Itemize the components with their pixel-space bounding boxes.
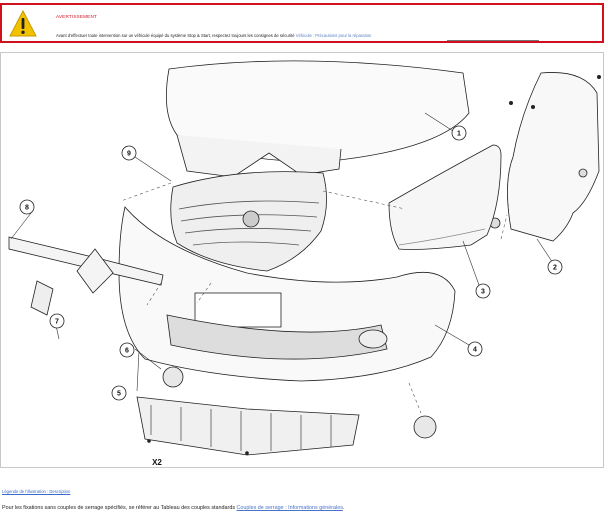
callout-1: 1 <box>457 131 461 138</box>
footer-body: Pour les fixations sans couples de serra… <box>2 505 236 511</box>
callout-circle-8 <box>19 199 35 215</box>
quantity-label: X2 <box>152 458 162 467</box>
callout-9: 9 <box>127 151 131 158</box>
callout-5: 5 <box>117 391 121 398</box>
footer-text: Pour les fixations sans couples de serra… <box>2 505 344 511</box>
torque-info-link[interactable]: Couples de serrage : Informations généra… <box>236 505 343 511</box>
warning-triangle-icon <box>9 9 37 37</box>
callout-6: 6 <box>125 348 129 355</box>
warning-text: Avant d'effectuer toute intervention sur… <box>56 33 371 38</box>
legend-link[interactable]: Légende de l'illustration : Description <box>2 489 71 494</box>
callout-circle-1 <box>451 125 467 141</box>
warning-underline <box>447 40 539 41</box>
callout-7: 7 <box>55 319 59 326</box>
fog-lamp-part <box>162 366 184 388</box>
callout-2: 2 <box>553 265 557 272</box>
absorber-part <box>136 396 360 456</box>
exploded-view-illustration: 1 2 3 4 5 6 7 8 9 X2 <box>0 52 604 468</box>
callout-3: 3 <box>481 289 485 296</box>
footer-suffix: . <box>342 505 345 511</box>
headlamp-part <box>388 144 502 250</box>
logo-part <box>30 280 54 316</box>
callout-circle-4 <box>467 341 483 357</box>
callout-circle-9 <box>121 145 137 161</box>
hood-part <box>165 60 470 162</box>
fender-part <box>507 72 600 242</box>
upper-bracket-part <box>176 134 342 178</box>
warning-body: Avant d'effectuer toute intervention sur… <box>56 33 295 38</box>
callout-4: 4 <box>473 347 477 354</box>
callout-circle-5 <box>111 385 127 401</box>
callout-circle-3 <box>475 283 491 299</box>
callout-circle-7 <box>49 313 65 329</box>
warning-box: AVERTISSEMENT Avant d'effectuer toute in… <box>0 3 604 43</box>
warning-title: AVERTISSEMENT <box>56 14 97 19</box>
warning-link[interactable]: Véhicule : Précautions pour la réparatio… <box>295 33 372 38</box>
callout-8: 8 <box>25 205 29 212</box>
callout-circle-2 <box>547 259 563 275</box>
illustration-drawing: 1 2 3 4 5 6 7 8 9 X2 <box>8 60 601 467</box>
callout-circle-6 <box>119 342 135 358</box>
